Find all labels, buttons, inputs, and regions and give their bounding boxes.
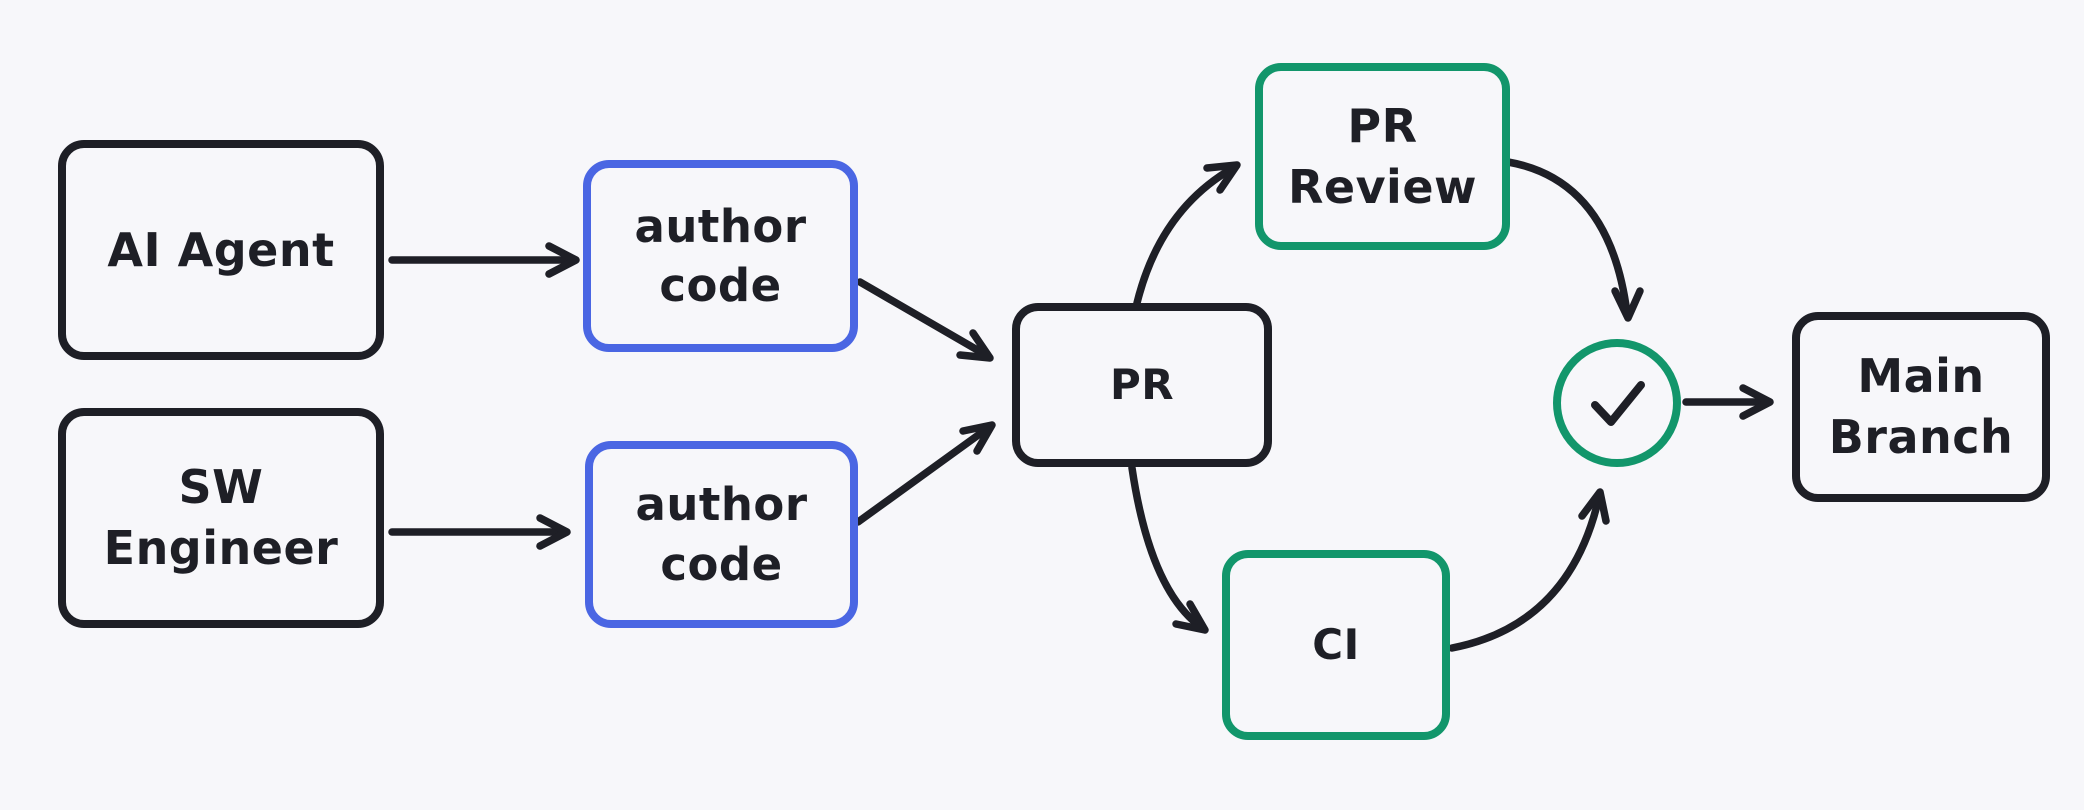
node-ai-agent: AI Agent [58, 140, 384, 360]
node-sw-engineer: SW Engineer [58, 408, 384, 628]
arrow-pr-to-ci [1128, 464, 1209, 634]
arrow-sw-engineer-to-author-code [388, 514, 571, 550]
node-main-branch-label: Main Branch [1828, 349, 2014, 464]
node-checks-passed [1553, 339, 1681, 467]
node-author-code-bottom-label: author code [635, 478, 808, 591]
node-pr-review: PR Review [1255, 63, 1510, 250]
arrow-ci-to-check [1448, 488, 1610, 652]
arrow-check-to-main-branch [1682, 384, 1774, 420]
arrow-pr-review-to-check [1504, 158, 1644, 322]
arrow-pr-to-pr-review [1133, 161, 1241, 307]
node-author-code-bottom: author code [585, 441, 858, 628]
arrow-author-code-bottom-to-pr [854, 421, 996, 526]
arrow-ai-agent-to-author-code [388, 242, 580, 278]
node-main-branch: Main Branch [1792, 312, 2050, 502]
node-pr: PR [1012, 303, 1272, 467]
arrow-author-code-top-to-pr [856, 278, 994, 362]
node-author-code-top-label: author code [634, 199, 807, 312]
node-author-code-top: author code [583, 160, 858, 352]
node-sw-engineer-label: SW Engineer [103, 460, 339, 575]
node-ci-label: CI [1312, 620, 1360, 670]
check-icon [1591, 381, 1645, 426]
node-pr-review-label: PR Review [1287, 98, 1478, 214]
node-pr-label: PR [1109, 360, 1175, 410]
node-ai-agent-label: AI Agent [107, 222, 335, 277]
node-ci: CI [1222, 550, 1450, 740]
